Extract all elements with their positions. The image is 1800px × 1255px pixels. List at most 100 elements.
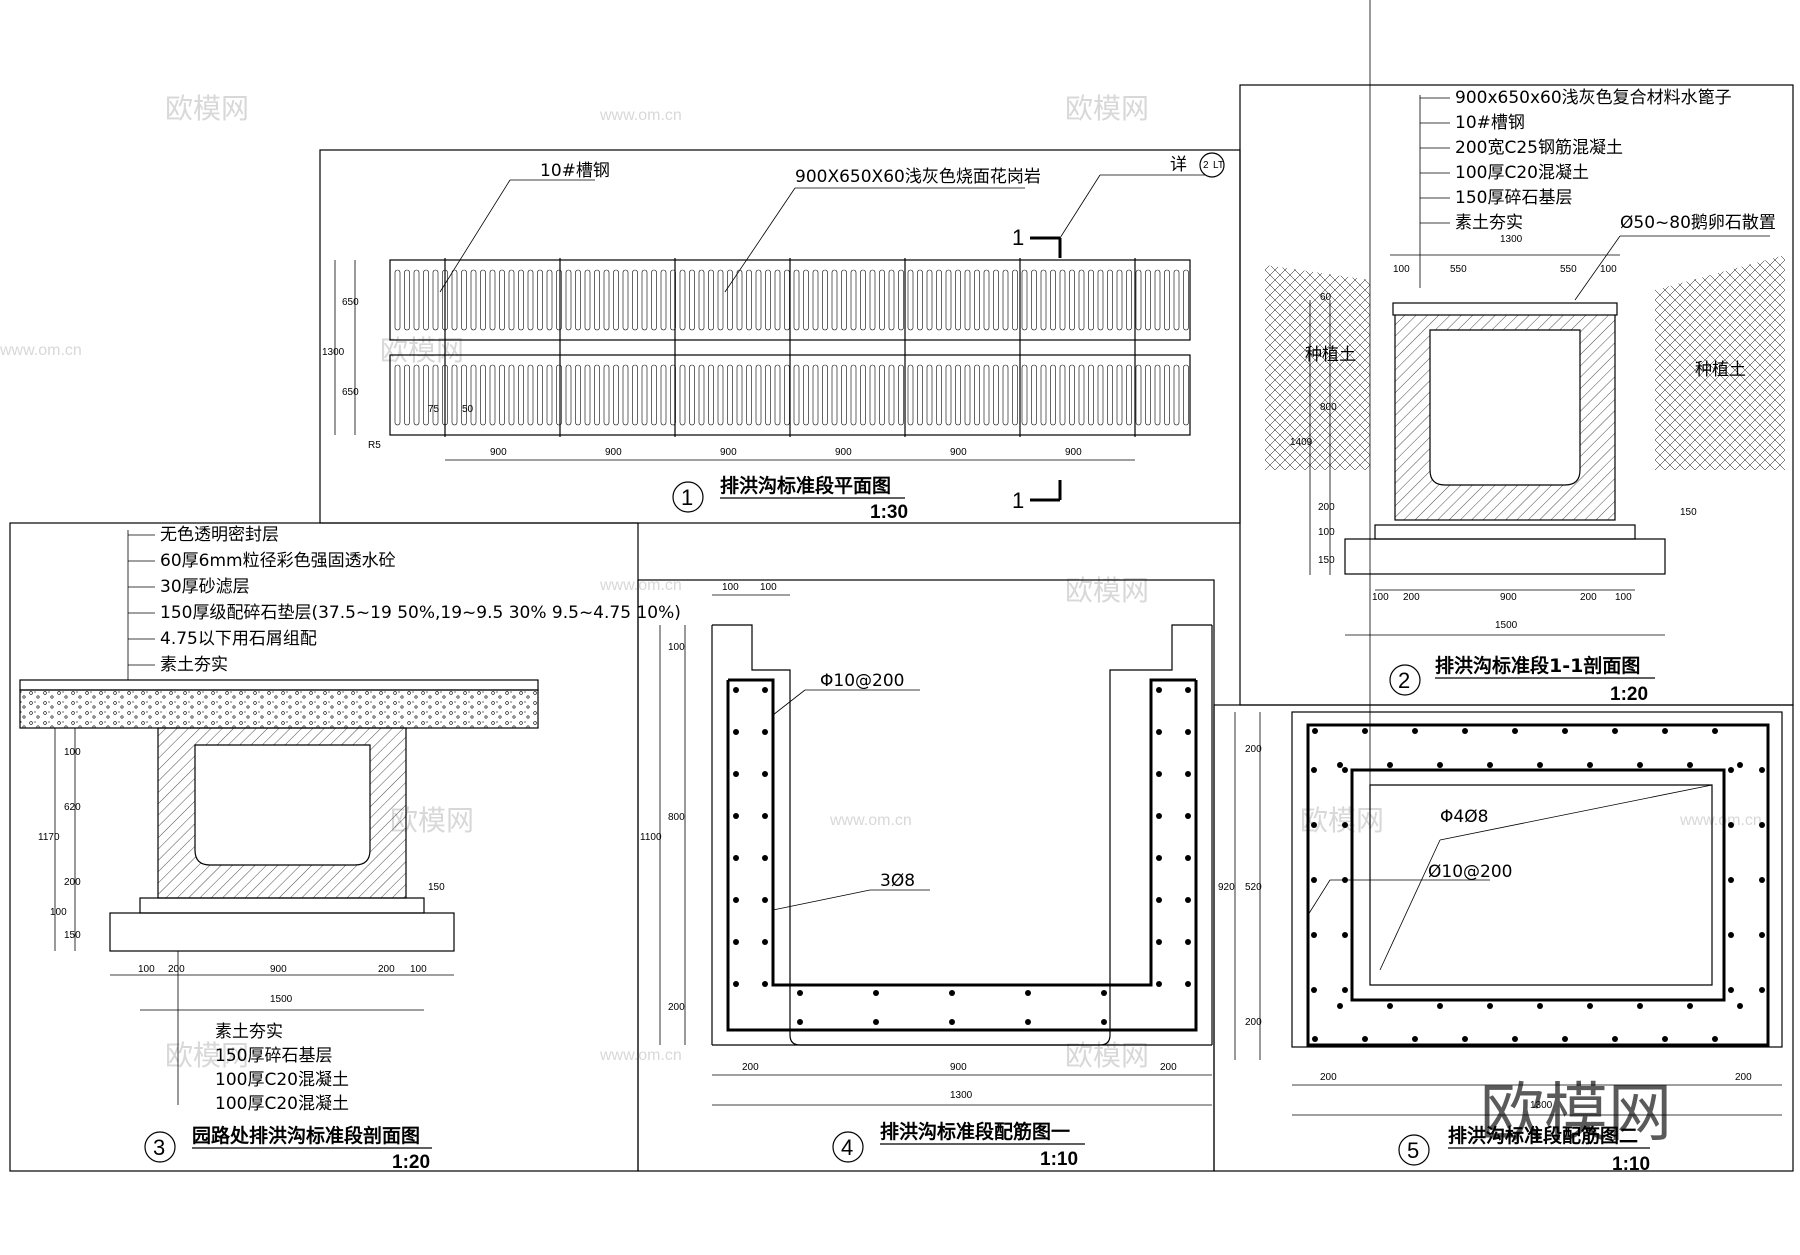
grate-slot [603, 364, 610, 426]
rebar-dot [949, 990, 955, 996]
grate-slot [499, 269, 505, 331]
note-sand: 30厚砂滤层 [160, 577, 250, 597]
grate-slot [860, 269, 866, 331]
rebar-outer [726, 680, 1198, 1032]
grate-slot [746, 364, 752, 426]
grate-slot [442, 364, 448, 426]
dim-100: 100 [1372, 592, 1389, 603]
rebar-dot [1712, 1036, 1718, 1042]
rebar-dot [1728, 987, 1734, 993]
grate-slot [717, 364, 724, 426]
index-number-5: 5 [1407, 1138, 1419, 1163]
grate-slot [1069, 269, 1075, 331]
grate-slot [1126, 364, 1132, 426]
rebar-dot [1612, 1036, 1618, 1042]
grate-slot [1173, 269, 1180, 331]
grate-slot [850, 269, 857, 331]
dim-1100: 1100 [640, 832, 662, 843]
dim-100: 100 [138, 964, 155, 975]
rebar-dot [762, 729, 768, 735]
note-graded-gravel: 150厚级配碎石垫层(37.5~19 50%,19~9.5 30% 9.5~4.… [160, 603, 681, 623]
grate-slot [1040, 364, 1047, 426]
rebar-dot [1185, 897, 1191, 903]
grate-slot [1154, 364, 1161, 426]
soil-label-left: 种植土 [1305, 345, 1356, 365]
dim-75: 75 [428, 404, 440, 415]
watermark-brand: 欧模网 [165, 1039, 249, 1072]
grate-slot [670, 269, 676, 331]
grate-slot [727, 364, 733, 426]
grate-slot [489, 269, 496, 331]
rebar-dot [1156, 855, 1162, 861]
note-permeable: 60厚6mm粒径彩色强固透水砼 [160, 551, 396, 571]
dim-150: 150 [1680, 507, 1697, 518]
index-bubble-2 [1389, 664, 1421, 696]
drawing3-section: 无色透明密封层 60厚6mm粒径彩色强固透水砼 30厚砂滤层 150厚级配碎石垫… [19, 525, 681, 1173]
rebar-dot [1156, 939, 1162, 945]
section-mark-bottom: 1 [1012, 488, 1024, 513]
grate-slot [888, 269, 895, 331]
rebar-dot [1311, 932, 1317, 938]
watermark-url: www.om.cn [1679, 812, 1762, 829]
dim-100: 100 [722, 582, 739, 593]
grate-slot [736, 364, 743, 426]
rebar-dot [1185, 855, 1191, 861]
dim-200: 200 [1245, 744, 1262, 755]
detail-ref-sheet: LT [1213, 160, 1224, 171]
grate-slot [774, 269, 781, 331]
grate-slot [1059, 269, 1066, 331]
grate-slot [793, 364, 800, 426]
grate-slot [1164, 364, 1170, 426]
watermark-brand: 欧模网 [1065, 92, 1149, 125]
grate-slot [613, 364, 619, 426]
rebar-dot [1462, 1036, 1468, 1042]
watermark-brand-large: 欧模网 [1480, 1077, 1672, 1151]
grate-slot [470, 269, 477, 331]
rebar-dot [1687, 762, 1693, 768]
rebar-dot [733, 939, 739, 945]
grate-slot [584, 269, 591, 331]
frame-drawing4 [637, 579, 1215, 1172]
rebar-dot [762, 771, 768, 777]
rebar-dot [1342, 932, 1348, 938]
grate-slot [784, 364, 790, 426]
rebar-dot [1759, 987, 1765, 993]
grate-slot [537, 364, 543, 426]
dim-200: 200 [1245, 1017, 1262, 1028]
drawing4-scale: 1:10 [1040, 1149, 1078, 1170]
rebar-dot [1537, 1003, 1543, 1009]
grate-slot [698, 364, 705, 426]
grate-slot [936, 364, 942, 426]
grate-slot [822, 269, 828, 331]
grate-slot [518, 269, 524, 331]
grate-slot [1173, 364, 1180, 426]
grate-slot [727, 269, 733, 331]
grate-slot [1135, 269, 1142, 331]
grate-slot [575, 364, 581, 426]
dim-150: 150 [1318, 555, 1335, 566]
grate-slot [575, 269, 581, 331]
index-number-1: 1 [681, 485, 693, 510]
grate-slot [964, 269, 971, 331]
rebar-dot [1687, 1003, 1693, 1009]
rebar-dot [1512, 728, 1518, 734]
rebar-dot [1156, 813, 1162, 819]
grate-slot [736, 269, 743, 331]
grate-slot [594, 364, 600, 426]
dim-900: 900 [835, 447, 852, 458]
drawing3-scale: 1:20 [392, 1152, 430, 1173]
watermark-brand: 欧模网 [165, 92, 249, 125]
rebar-dot [1362, 1036, 1368, 1042]
dim-50: 50 [462, 404, 474, 415]
grate-slot [822, 364, 828, 426]
note-soil: 素土夯实 [160, 655, 228, 675]
watermark-brand: 欧模网 [380, 334, 464, 367]
rebar-dot [1462, 728, 1468, 734]
watermark-brand: 欧模网 [1065, 574, 1149, 607]
note-steel: 10#槽钢 [1455, 113, 1525, 133]
watermark-url: www.om.cn [829, 812, 912, 829]
watermark-brand: 欧模网 [1065, 1039, 1149, 1072]
rebar-dot [1637, 1003, 1643, 1009]
grate-slot [1031, 364, 1037, 426]
dim-1300: 1300 [1530, 1100, 1553, 1111]
